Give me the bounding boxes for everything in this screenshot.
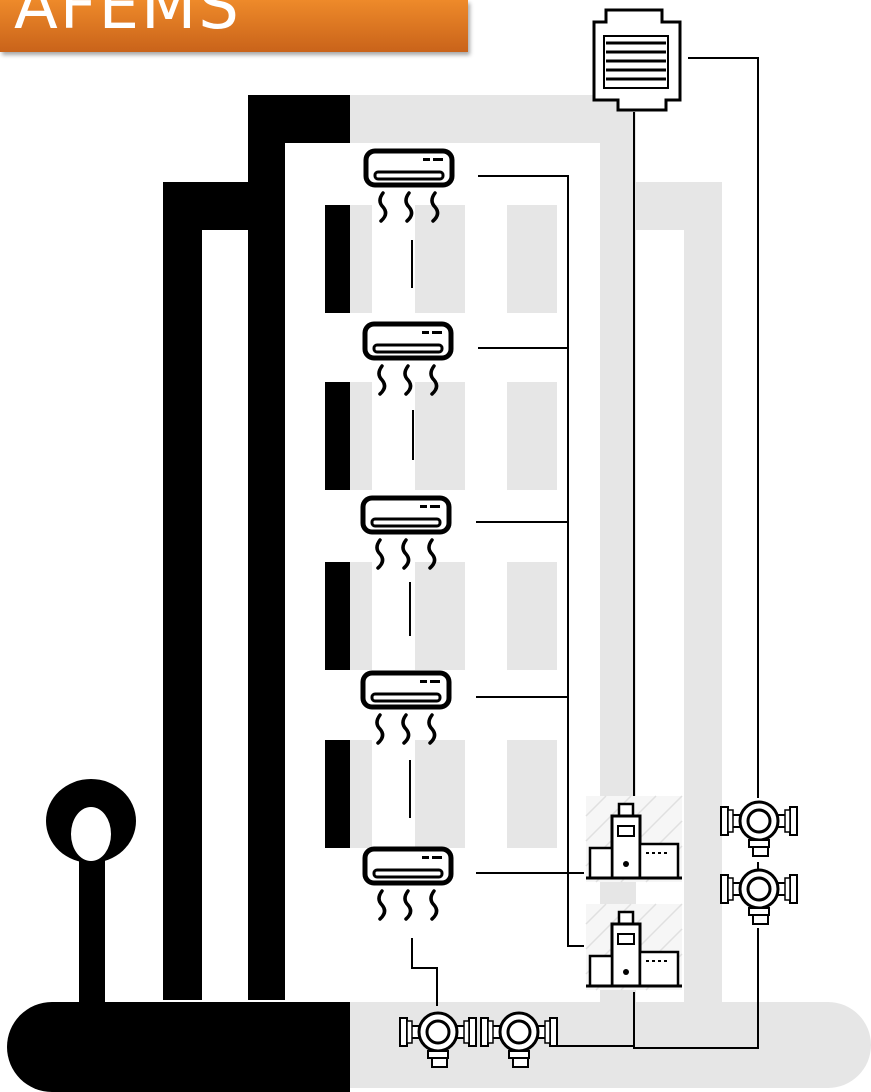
building-dark-structure (163, 95, 350, 1000)
page-title: AFEMS (14, 0, 241, 44)
tree-icon (46, 779, 136, 1005)
air-conditioner-icon (365, 849, 451, 919)
connection-lines (409, 57, 759, 1049)
building (7, 95, 871, 1092)
outdoor-compressor-icon (584, 902, 684, 992)
controller-unit-icon (592, 8, 682, 112)
title-badge: AFEMS (0, 0, 468, 52)
flow-meter-icon (719, 868, 799, 926)
air-conditioner-icon (363, 498, 449, 568)
outdoor-compressor-icon (584, 794, 684, 884)
ground-slab-dark (7, 1002, 350, 1092)
air-conditioner-icon (363, 673, 449, 743)
flow-meter-icon (719, 800, 799, 858)
